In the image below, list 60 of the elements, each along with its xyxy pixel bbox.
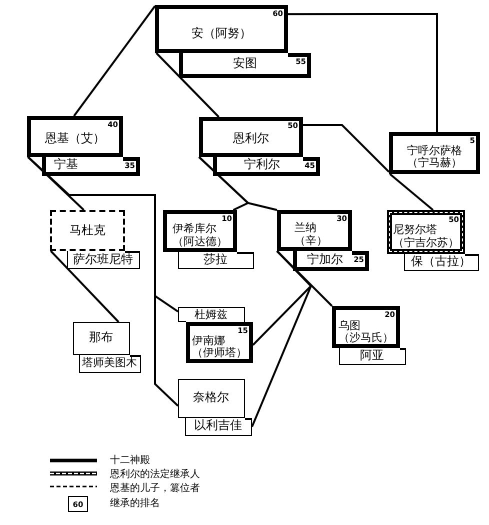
name-box (339, 348, 406, 365)
name-label: 乌图（沙马氏） (338, 320, 394, 344)
name-label: 尼努尔塔（宁吉尔苏） (393, 224, 459, 249)
name-box (178, 379, 245, 418)
name-box (332, 306, 400, 348)
name-label: 恩利尔 (233, 132, 269, 146)
legend-label: 继承的排名 (110, 498, 160, 509)
name-box (404, 254, 479, 271)
name-box (277, 210, 352, 251)
name-box (73, 322, 130, 355)
connector-line (27, 156, 179, 407)
name-box (293, 251, 369, 271)
name-box (163, 210, 237, 252)
name-label: 兰纳（辛） (294, 222, 328, 247)
name-label: 那布 (89, 331, 113, 345)
connector-line (198, 156, 278, 211)
name-box (42, 157, 140, 176)
connector-line (156, 52, 220, 118)
name-box (199, 117, 303, 157)
name-box (185, 418, 252, 436)
name-label: 伊希库尔（阿达德） (172, 223, 228, 248)
name-box (178, 307, 245, 322)
name-label: 安图 (233, 57, 257, 71)
name-box (79, 355, 141, 373)
name-label: 奈格尔 (193, 391, 229, 405)
connector-line (251, 250, 312, 428)
name-box (186, 322, 253, 363)
name-label: 莎拉 (204, 252, 228, 266)
connector-line (73, 5, 156, 117)
legend-label: 十二神殿 (110, 455, 150, 466)
name-label: 宁呼尔萨格（宁马赫） (407, 144, 462, 170)
name-label: 塔师美图木 (82, 357, 137, 370)
name-label: 伊南娜（伊师塔） (192, 334, 247, 360)
name-label: 宁利尔 (244, 158, 280, 172)
connector-line (50, 250, 120, 323)
name-box (389, 132, 480, 174)
name-label: 宁基 (54, 158, 78, 172)
name-label: 阿亚 (360, 348, 384, 362)
name-box (67, 251, 140, 269)
name-box (387, 210, 465, 254)
name-box (179, 53, 311, 78)
connector-line (303, 124, 390, 173)
connector-line (389, 173, 434, 211)
name-label: 安（阿努） (192, 26, 252, 40)
name-label: 恩基（艾） (45, 132, 105, 146)
name-box (50, 210, 125, 251)
name-label: 以利吉佳 (194, 419, 242, 433)
legend-label: 恩利尔的法定继承人 (110, 469, 200, 480)
name-label: 保（古拉） (411, 254, 471, 268)
name-label: 杜姆兹 (194, 308, 228, 321)
name-label: 萨尔班尼特 (73, 252, 133, 266)
connector-line (288, 13, 438, 132)
legend-label: 恩基的儿子，篡位者 (110, 483, 200, 494)
name-label: 马杜克 (70, 224, 106, 238)
name-label: 宁加尔 (307, 252, 343, 266)
connector-line (27, 156, 84, 211)
name-box (178, 252, 254, 269)
name-box (155, 5, 288, 53)
name-box (27, 116, 123, 157)
name-box (213, 157, 320, 176)
